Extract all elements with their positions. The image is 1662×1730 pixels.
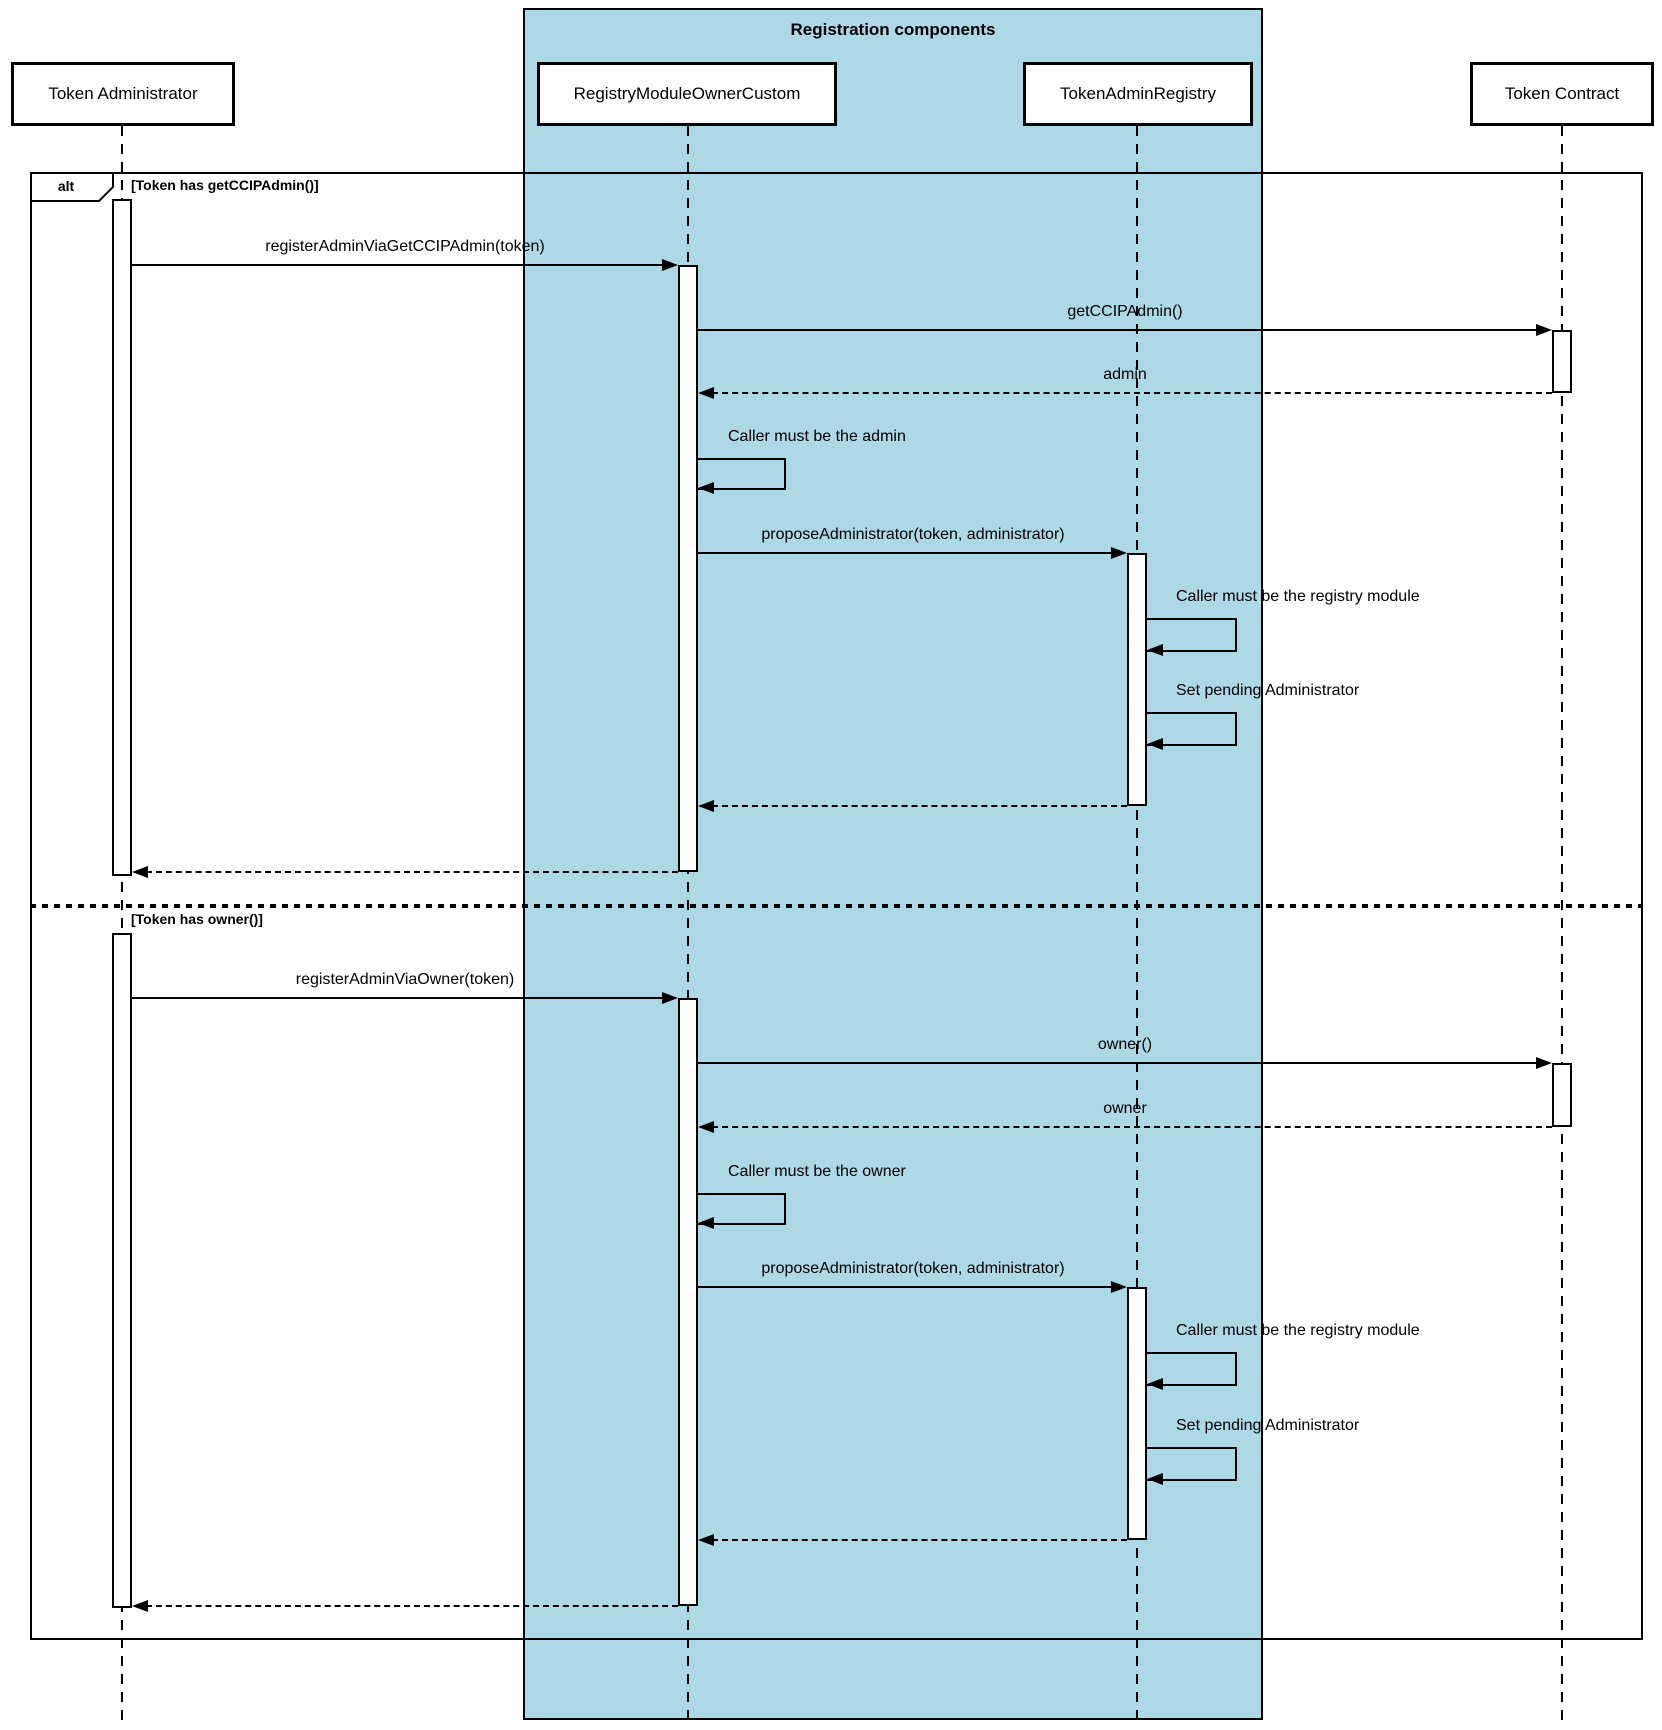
arrowhead-registry-return-1: [698, 800, 714, 812]
self-message-caller-registry-2: [1147, 1352, 1237, 1386]
message-label-propose-admin-2: proposeAdministrator(token, administrato…: [761, 1260, 1065, 1277]
arrowhead-set-pending-2: [1147, 1473, 1163, 1485]
activation-token-administrator-1: [112, 199, 132, 876]
lifeline-registry-module-owner-custom: [687, 126, 689, 1722]
registration-components-title: Registration components: [790, 20, 996, 39]
message-label-caller-owner: Caller must be the owner: [728, 1163, 906, 1180]
message-label-caller-registry-1: Caller must be the registry module: [1176, 588, 1420, 605]
message-line-registry-return-2: [712, 1539, 1127, 1541]
alt-guard-2: [Token has owner()]: [131, 911, 263, 927]
arrowhead-caller-owner: [698, 1217, 714, 1229]
lifeline-token-contract: [1561, 126, 1563, 1722]
arrowhead-set-pending-1: [1147, 738, 1163, 750]
message-line-admin-return: [712, 392, 1552, 394]
arrowhead-propose-admin-1: [1111, 547, 1127, 559]
actor-token-administrator: Token Administrator: [11, 62, 235, 126]
alt-operator-label: alt: [57, 178, 75, 194]
message-label-propose-admin-1: proposeAdministrator(token, administrato…: [761, 526, 1065, 543]
message-label-set-pending-1: Set pending Administrator: [1176, 682, 1360, 699]
arrowhead-owner-return: [698, 1121, 714, 1133]
message-label-caller-registry-2: Caller must be the registry module: [1176, 1322, 1420, 1339]
activation-token-contract-2: [1552, 1063, 1572, 1127]
actor-registry-module-owner-custom: RegistryModuleOwnerCustom: [537, 62, 837, 126]
arrowhead-registry-return-2: [698, 1534, 714, 1546]
arrowhead-propose-admin-2: [1111, 1281, 1127, 1293]
arrowhead-caller-admin: [698, 482, 714, 494]
arrowhead-register-owner: [662, 992, 678, 1004]
arrowhead-register-ccip: [662, 259, 678, 271]
alt-operator-tab: [30, 172, 114, 202]
actor-token-admin-registry: TokenAdminRegistry: [1023, 62, 1253, 126]
actor-token-contract: Token Contract: [1470, 62, 1654, 126]
activation-token-administrator-2: [112, 933, 132, 1608]
self-message-set-pending-1: [1147, 712, 1237, 746]
self-message-caller-admin: [698, 458, 786, 490]
self-message-set-pending-2: [1147, 1447, 1237, 1481]
message-line-module-return-2: [146, 1605, 678, 1607]
lifeline-token-admin-registry: [1136, 126, 1138, 1722]
arrowhead-caller-registry-1: [1147, 644, 1163, 656]
self-message-caller-registry-1: [1147, 618, 1237, 652]
message-line-register-owner: [132, 997, 664, 999]
arrowhead-admin-return: [698, 387, 714, 399]
message-label-register-ccip: registerAdminViaGetCCIPAdmin(token): [265, 238, 545, 255]
activation-registry-module-2: [678, 998, 698, 1606]
arrowhead-caller-registry-2: [1147, 1378, 1163, 1390]
message-line-owner-return: [712, 1126, 1552, 1128]
message-line-propose-admin-1: [698, 552, 1112, 554]
message-label-register-owner: registerAdminViaOwner(token): [295, 971, 515, 988]
activation-registry-module-1: [678, 265, 698, 872]
message-label-get-ccip-admin: getCCIPAdmin(): [1067, 303, 1183, 320]
message-line-get-ccip-admin: [698, 329, 1538, 331]
message-line-module-return-1: [146, 871, 678, 873]
alt-divider: [30, 904, 1643, 908]
message-line-owner-call: [698, 1062, 1538, 1064]
message-line-register-ccip: [132, 264, 664, 266]
self-message-caller-owner: [698, 1193, 786, 1225]
arrowhead-module-return-1: [132, 866, 148, 878]
message-line-registry-return-1: [712, 805, 1127, 807]
arrowhead-get-ccip-admin: [1536, 324, 1552, 336]
activation-token-admin-registry-1: [1127, 553, 1147, 806]
lifeline-token-administrator: [121, 126, 123, 1722]
message-label-owner-call: owner(): [1097, 1036, 1153, 1053]
alt-guard-1: [Token has getCCIPAdmin()]: [131, 177, 319, 193]
arrowhead-owner-call: [1536, 1057, 1552, 1069]
message-label-owner-return: owner: [1103, 1100, 1147, 1117]
arrowhead-module-return-2: [132, 1600, 148, 1612]
activation-token-contract-1: [1552, 330, 1572, 393]
message-line-propose-admin-2: [698, 1286, 1112, 1288]
message-label-caller-admin: Caller must be the admin: [728, 428, 906, 445]
message-label-admin-return: admin: [1103, 366, 1147, 383]
message-label-set-pending-2: Set pending Administrator: [1176, 1417, 1360, 1434]
activation-token-admin-registry-2: [1127, 1287, 1147, 1540]
